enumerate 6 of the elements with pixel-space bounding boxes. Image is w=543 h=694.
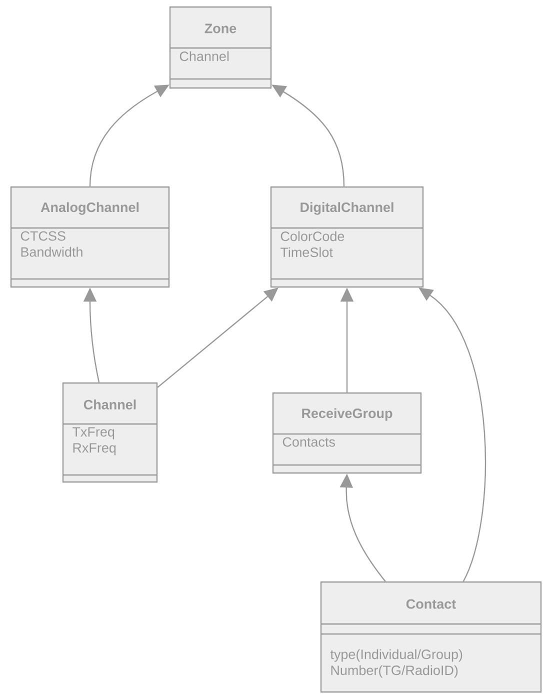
- class-box: AnalogChannel CTCSS Bandwidth: [10, 186, 170, 288]
- class-box: DigitalChannel ColorCode TimeSlot: [270, 186, 424, 288]
- class-box: Zone Channel: [169, 6, 272, 89]
- class-box: ReceiveGroup Contacts: [272, 392, 422, 474]
- class-box: Contact type(Individual/Group) Number(TG/RadioID): [320, 581, 542, 693]
- class-box: Channel TxFreq RxFreq: [62, 382, 158, 483]
